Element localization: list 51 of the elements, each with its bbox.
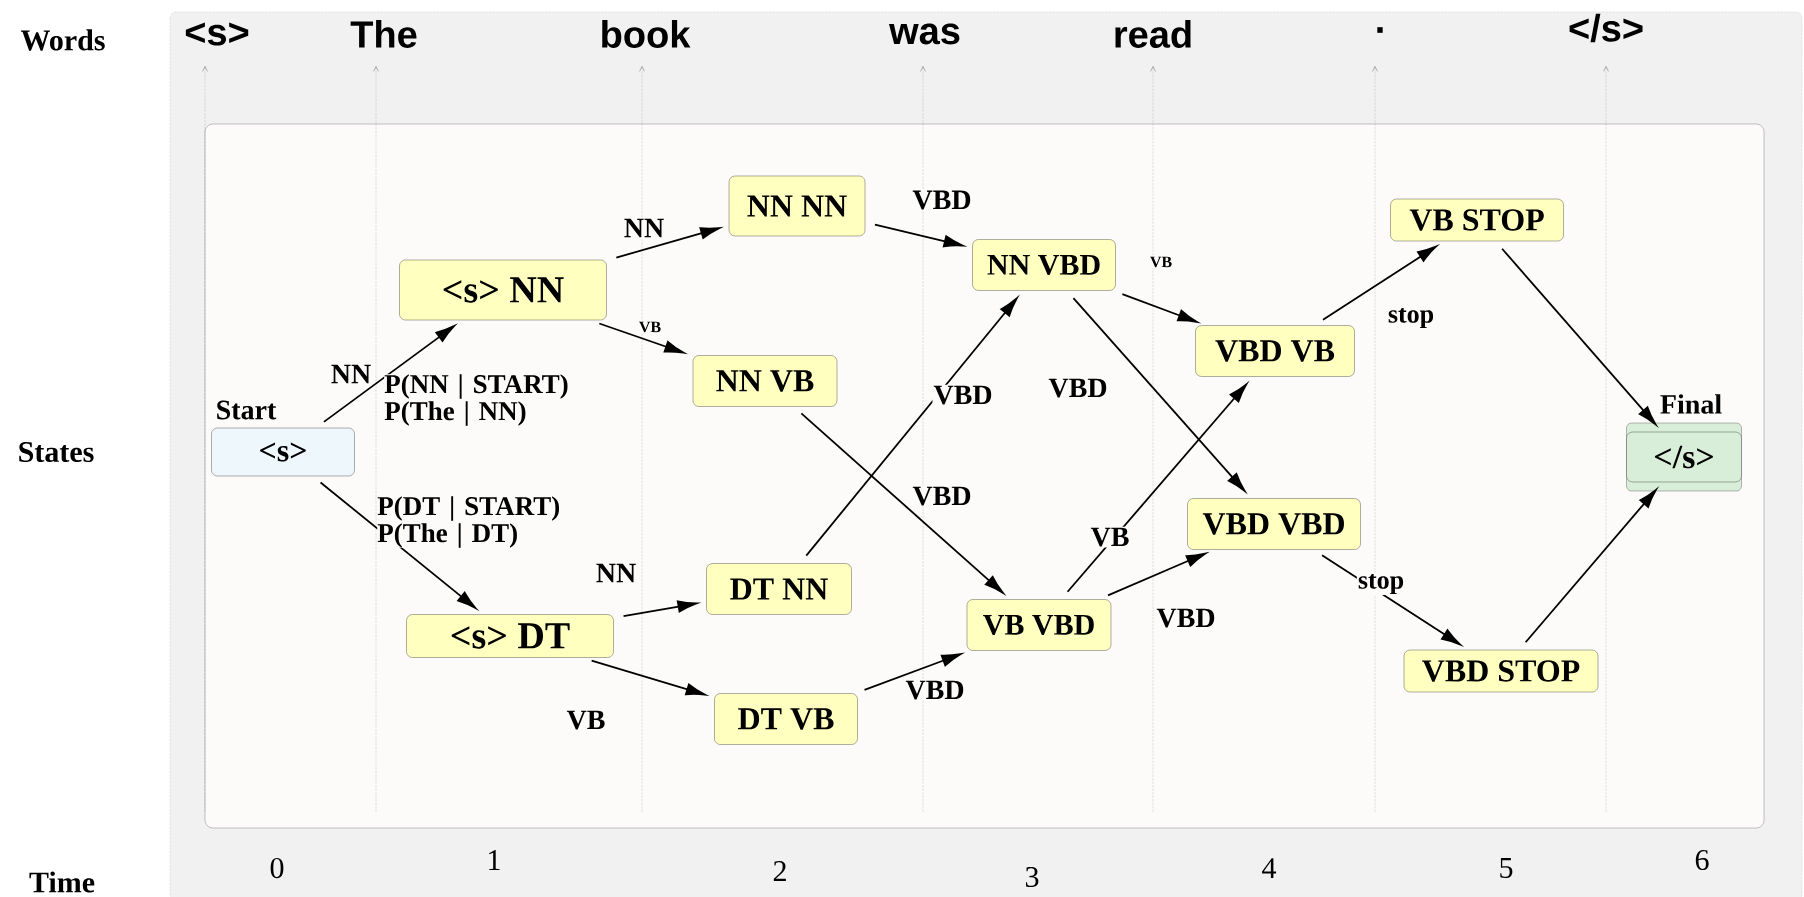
state-box: DT NN	[706, 563, 852, 615]
state-box: NN VBD	[972, 239, 1116, 291]
arrow	[1066, 383, 1248, 593]
word-label: The	[350, 20, 417, 48]
word-label: </s>	[1569, 13, 1643, 43]
state-box: NN VB	[692, 355, 838, 407]
arrow	[863, 653, 962, 691]
edge-label: VBD	[1047, 377, 1109, 399]
edge-label: VBD	[932, 384, 994, 406]
state-caption: Final	[1660, 394, 1722, 414]
state-box: VB VBD	[966, 599, 1112, 651]
row-label: States	[19, 441, 94, 463]
word-label: .	[1377, 27, 1383, 33]
start-state-box: <s>	[211, 427, 355, 477]
arrow	[800, 412, 1004, 594]
arrow	[1524, 488, 1657, 644]
word-label: read	[1115, 20, 1191, 48]
time-step-number: 1	[489, 850, 500, 870]
time-step-number: 5	[1500, 858, 1513, 878]
probability-label: P(DT | START) P(The | DT)	[377, 496, 568, 548]
time-step-number: 0	[270, 857, 284, 879]
state-caption: Start	[217, 400, 277, 420]
edge-label: VBD	[911, 189, 973, 211]
state-box: DT VB	[714, 693, 858, 745]
edge-label: VBD	[911, 485, 973, 507]
word-label: <s>	[185, 22, 249, 46]
final-state-box: </s>	[1626, 422, 1742, 492]
time-step-number: 3	[1025, 866, 1039, 888]
time-step-number: 4	[1262, 858, 1277, 878]
edge-label: VBD	[1155, 607, 1217, 629]
arrow	[1072, 297, 1246, 492]
state-box: VB STOP	[1390, 198, 1564, 242]
state-box: VBD STOP	[1403, 649, 1599, 693]
arrow	[598, 322, 685, 354]
state-box: <s> NN	[399, 259, 607, 321]
state-box: NN NN	[728, 175, 866, 237]
arrow	[805, 297, 1018, 557]
arrow	[622, 600, 698, 618]
word-label: was	[889, 23, 960, 45]
arrow	[1121, 293, 1198, 323]
state-box: <s> DT	[406, 614, 614, 658]
time-step-number: 6	[1695, 849, 1709, 871]
time-step-number: 2	[773, 861, 786, 881]
edge-label: VBD	[904, 679, 966, 701]
row-label: Time	[29, 871, 95, 893]
state-box: VBD VB	[1195, 325, 1355, 377]
arrow	[615, 227, 721, 259]
word-label: book	[602, 20, 691, 48]
row-label: Words	[20, 29, 105, 51]
state-box: VBD VBD	[1187, 498, 1361, 550]
arrow	[1501, 247, 1657, 426]
